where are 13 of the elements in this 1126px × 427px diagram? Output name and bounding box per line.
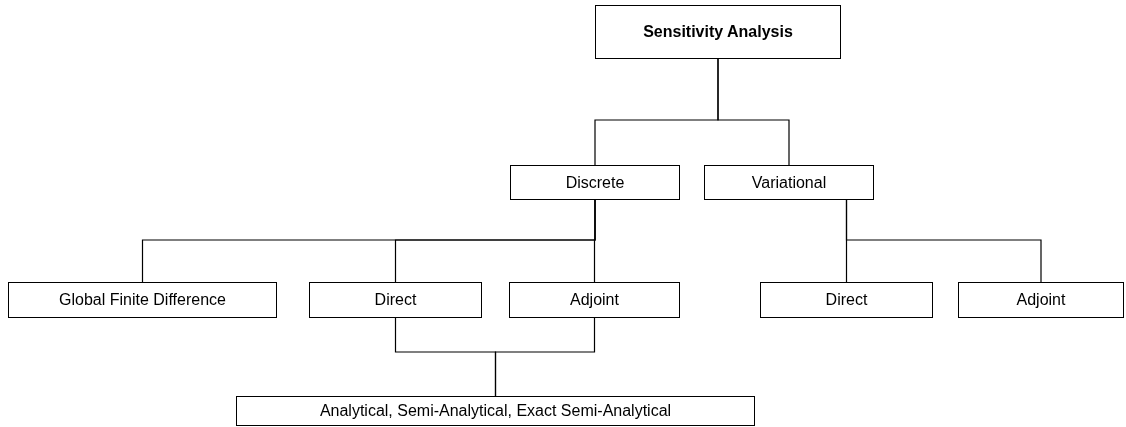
process-box: Global Finite Difference xyxy=(8,282,277,318)
process-box: Adjoint xyxy=(958,282,1124,318)
connector-line xyxy=(494,317,596,397)
connector-line xyxy=(845,199,1042,283)
process-box: Variational xyxy=(704,165,874,200)
connector-line xyxy=(717,58,790,166)
connector-line xyxy=(593,199,596,283)
process-box: Direct xyxy=(760,282,933,318)
process-box: Direct xyxy=(309,282,482,318)
process-box: Discrete xyxy=(510,165,680,200)
process-box: Sensitivity Analysis xyxy=(595,5,841,59)
process-box: Analytical, Semi-Analytical, Exact Semi-Analytical xyxy=(236,396,755,426)
process-box: Adjoint xyxy=(509,282,680,318)
